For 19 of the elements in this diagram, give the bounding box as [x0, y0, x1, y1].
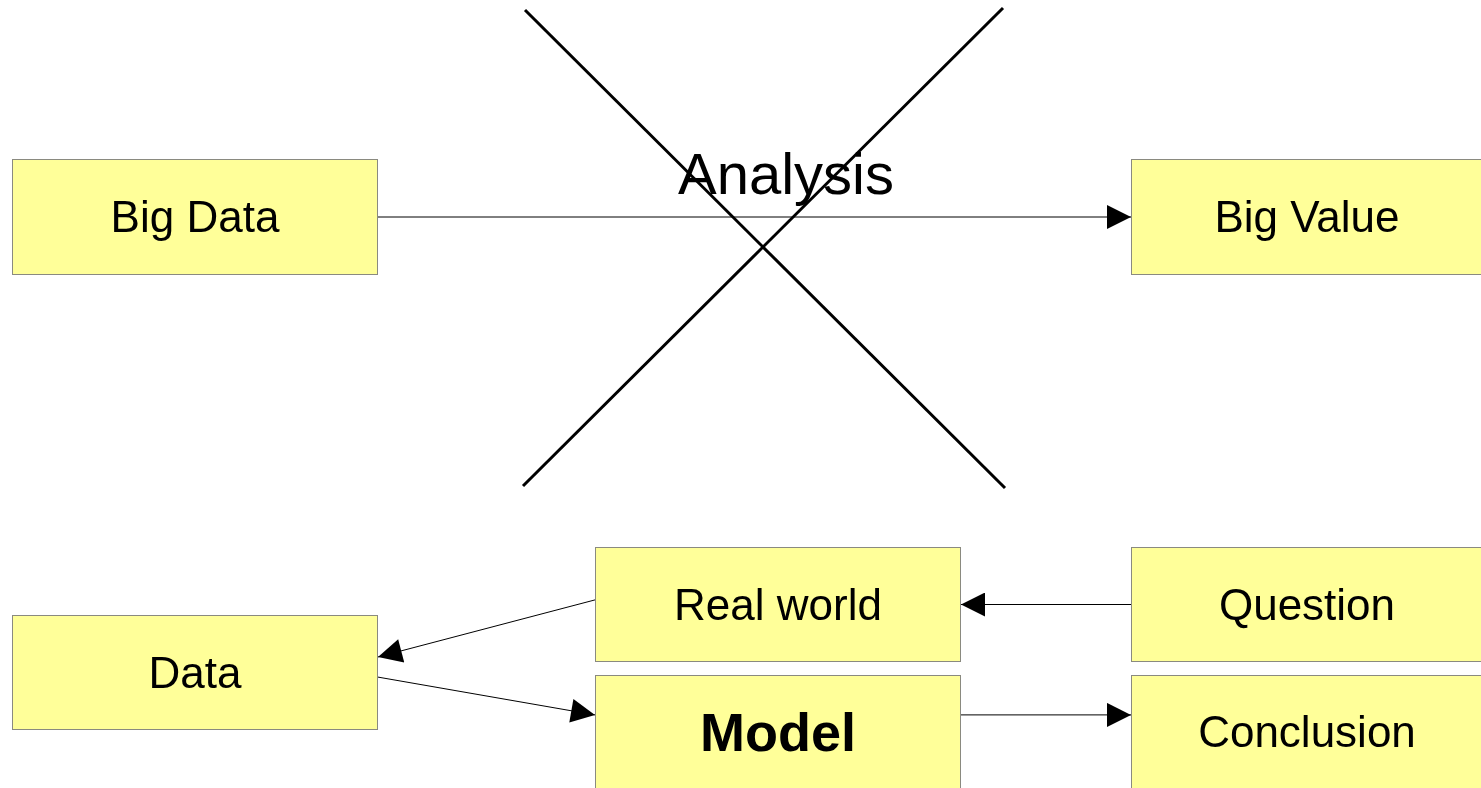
process-box: [595, 547, 961, 662]
process-box: [595, 675, 961, 788]
box-label: Big Data: [110, 192, 280, 242]
process-box: [1131, 675, 1481, 788]
process-box: [1131, 547, 1481, 662]
process-box: [12, 159, 378, 275]
box-label: Data: [148, 647, 242, 698]
box-label: Model: [700, 701, 856, 763]
arrow: [377, 599, 596, 663]
arrow: [960, 592, 1132, 617]
arrow: [377, 676, 596, 723]
process-box: [12, 615, 378, 730]
process-box: [1131, 159, 1481, 275]
box-label: Big Value: [1214, 192, 1400, 242]
arrow: [377, 205, 1132, 229]
box-label: Question: [1218, 579, 1396, 630]
arrow: [960, 702, 1132, 727]
box-label: Real world: [674, 579, 882, 630]
box-label: Conclusion: [1198, 707, 1416, 757]
